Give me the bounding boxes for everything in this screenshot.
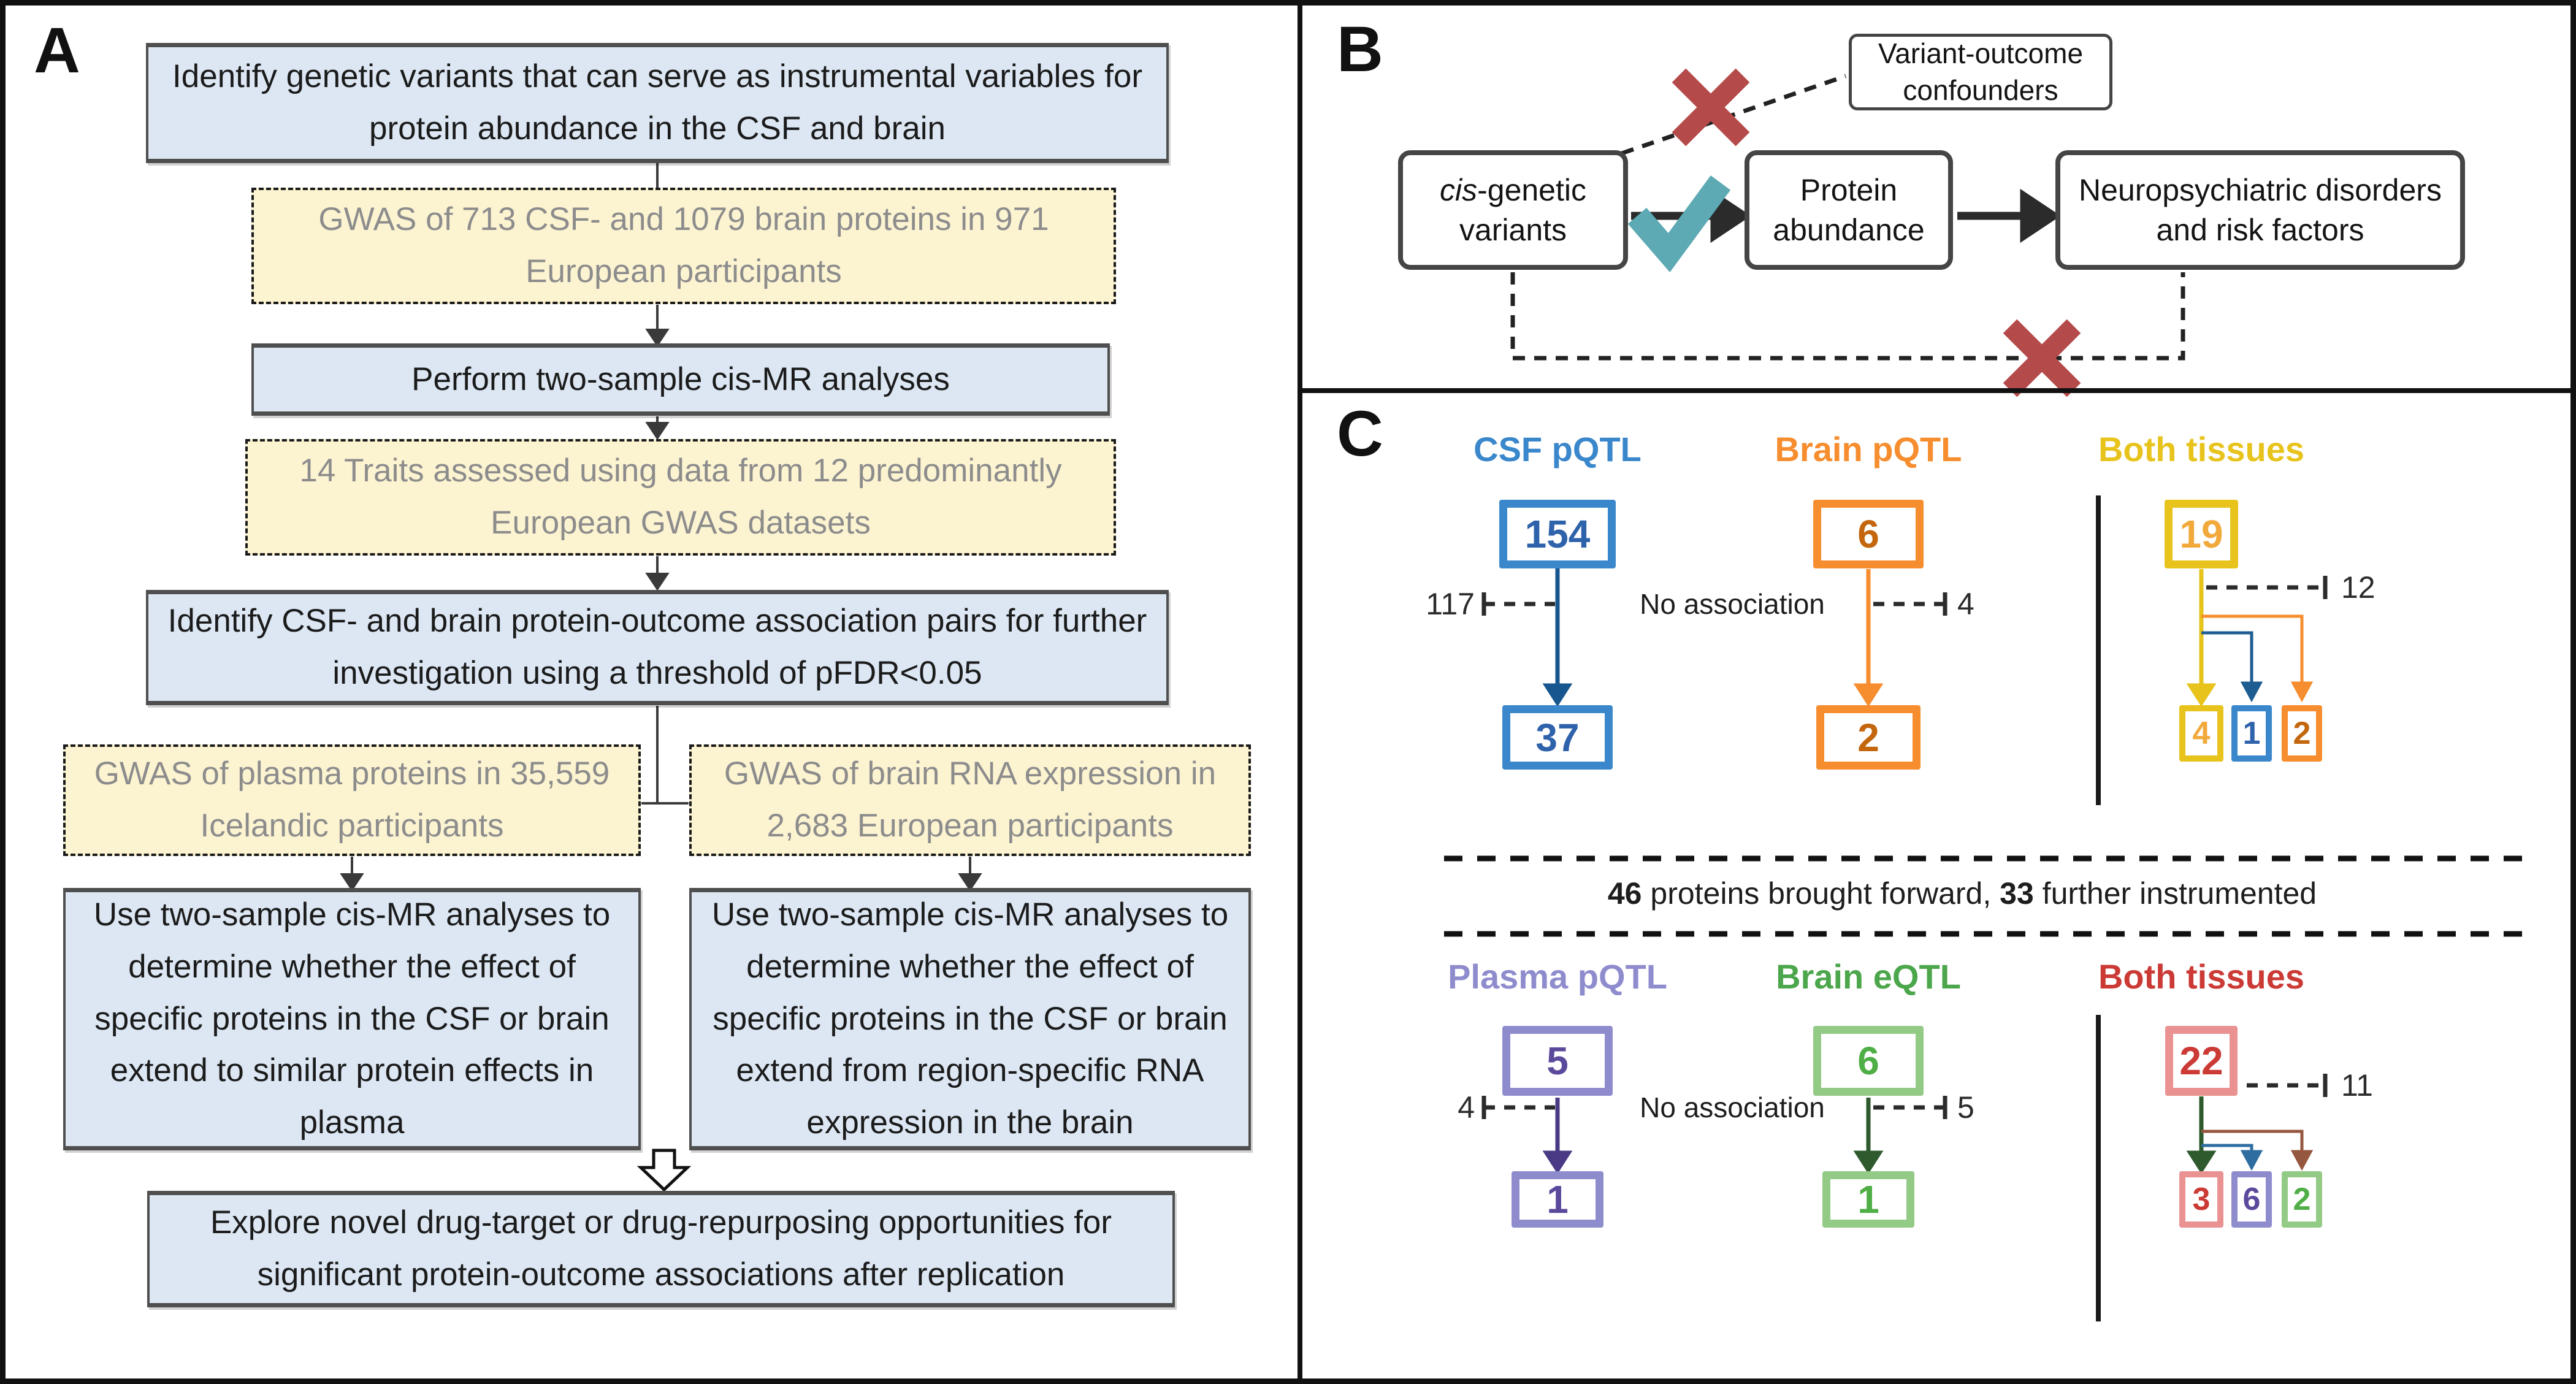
plasma-end-box: 1 [1512, 1171, 1603, 1228]
both-tissues-bottom-label: Both tissues [2098, 957, 2305, 996]
both-bottom-removed-count: 11 [2341, 1068, 2373, 1103]
step-identify-pairs: Identify CSF- and brain protein-outcome … [146, 590, 1169, 705]
braineqtl-end-box: 1 [1822, 1171, 1914, 1228]
both-bottom-end-red-box: 3 [2179, 1171, 2223, 1228]
confounders-box: Variant-outcome confounders [1849, 34, 2112, 110]
step-identify-variants: Identify genetic variants that can serve… [146, 43, 1169, 163]
panel-b-label: B [1337, 13, 1383, 85]
tissue-separator-bar-bottom [2096, 1015, 2101, 1321]
brainpqtl-flow-arrow [1853, 569, 1884, 707]
both-top-start-box: 19 [2165, 500, 2238, 568]
exposure-outcome-arrow [1957, 188, 2061, 243]
step-rna-replication: Use two-sample cis-MR analyses to determ… [689, 888, 1251, 1150]
panel-divider-horizontal [1298, 388, 2576, 393]
brain-removed-count: 4 [1957, 587, 1974, 621]
panel-divider-vertical [1298, 0, 1302, 1384]
both-top-end-blue-box: 1 [2231, 705, 2272, 762]
step-perform-cismr: Perform two-sample cis-MR analyses [251, 343, 1110, 416]
variant-confounder-dashed-line [1621, 74, 1847, 156]
brain-start-box: 6 [1813, 500, 1924, 568]
step-drug-target: Explore novel drug-target or drug-repurp… [147, 1191, 1175, 1307]
both-top-removed-count: 12 [2341, 570, 2375, 605]
proteins-forward-note: 46 proteins brought forward, 33 further … [1594, 876, 2330, 911]
data-traits: 14 Traits assessed using data from 12 pr… [245, 439, 1116, 556]
cis-variants-text: cis-genetic variants [1414, 170, 1612, 250]
cis-italic: cis [1440, 172, 1478, 207]
count-further-instrumented: 33 [2000, 876, 2034, 911]
braineqtl-flow-arrow [1853, 1098, 1884, 1174]
no-association-dashes-bottom [1481, 1074, 2328, 1119]
divider-mid-text: proteins brought forward, [1642, 876, 2000, 911]
data-gwas-plasma: GWAS of plasma proteins in 35,559 Icelan… [63, 744, 641, 856]
bothtissues-top-orange-branch [2201, 614, 2314, 703]
cis-rest: -genetic variants [1459, 172, 1586, 247]
no-association-bottom: No association [1640, 1092, 1825, 1123]
tissue-separator-bar-top [2096, 495, 2101, 805]
csf-end-box: 37 [1502, 705, 1613, 770]
red-x-icon [1672, 68, 1750, 147]
panel-a-label: A [34, 15, 80, 86]
brain-end-box: 2 [1816, 705, 1921, 770]
bothtissues-top-blue-branch [2201, 631, 2263, 703]
plasma-removed-count: 4 [1458, 1090, 1475, 1125]
outcome-box: Neuropsychiatric disorders and risk fact… [2055, 150, 2465, 270]
flowchart-connectors [340, 163, 982, 892]
protein-abundance-box: Protein abundance [1745, 150, 1953, 270]
plasma-flow-arrow [1542, 1098, 1573, 1174]
teal-check-icon [1627, 175, 1731, 272]
divider-tail-text: further instrumented [2033, 876, 2317, 911]
no-association-top: No association [1640, 588, 1825, 620]
csf-removed-count: 117 [1426, 587, 1475, 621]
brain-eqtl-label: Brain eQTL [1776, 957, 1961, 996]
step-plasma-replication: Use two-sample cis-MR analyses to determ… [63, 888, 641, 1150]
bothtissues-bottom-blue-branch [2201, 1144, 2263, 1171]
panel-c-label: C [1337, 398, 1383, 470]
csf-start-box: 154 [1499, 500, 1616, 568]
plasma-start-box: 5 [1502, 1026, 1613, 1096]
variant-outcome-dashed-path [1510, 272, 2185, 361]
data-gwas-rna: GWAS of brain RNA expression in 2,683 Eu… [689, 744, 1251, 856]
data-gwas-csf-brain: GWAS of 713 CSF- and 1079 brain proteins… [251, 188, 1116, 304]
braineqtl-removed-count: 5 [1957, 1090, 1974, 1125]
both-bottom-start-box: 22 [2165, 1026, 2238, 1096]
bothtissues-top-flow-arrow [2186, 569, 2217, 707]
count-brought-forward: 46 [1607, 876, 1642, 911]
no-association-dashes-top [1481, 576, 2328, 616]
both-top-end-yellow-box: 4 [2179, 705, 2223, 762]
csf-pqtl-label: CSF pQTL [1473, 430, 1642, 468]
both-tissues-top-label: Both tissues [2098, 430, 2305, 468]
both-bottom-end-purple-box: 6 [2231, 1171, 2272, 1228]
braineqtl-start-box: 6 [1813, 1026, 1924, 1096]
csf-flow-arrow [1542, 565, 1573, 707]
red-x-icon [2003, 319, 2081, 397]
brain-pqtl-label: Brain pQTL [1775, 430, 1962, 468]
both-top-end-orange-box: 2 [2282, 705, 2322, 762]
hollow-down-arrow [636, 1149, 692, 1192]
plasma-pqtl-label: Plasma pQTL [1448, 957, 1667, 996]
both-bottom-end-green-box: 2 [2282, 1171, 2322, 1228]
bothtissues-bottom-brown-branch [2201, 1130, 2314, 1171]
cis-variants-box: cis-genetic variants [1398, 150, 1628, 270]
